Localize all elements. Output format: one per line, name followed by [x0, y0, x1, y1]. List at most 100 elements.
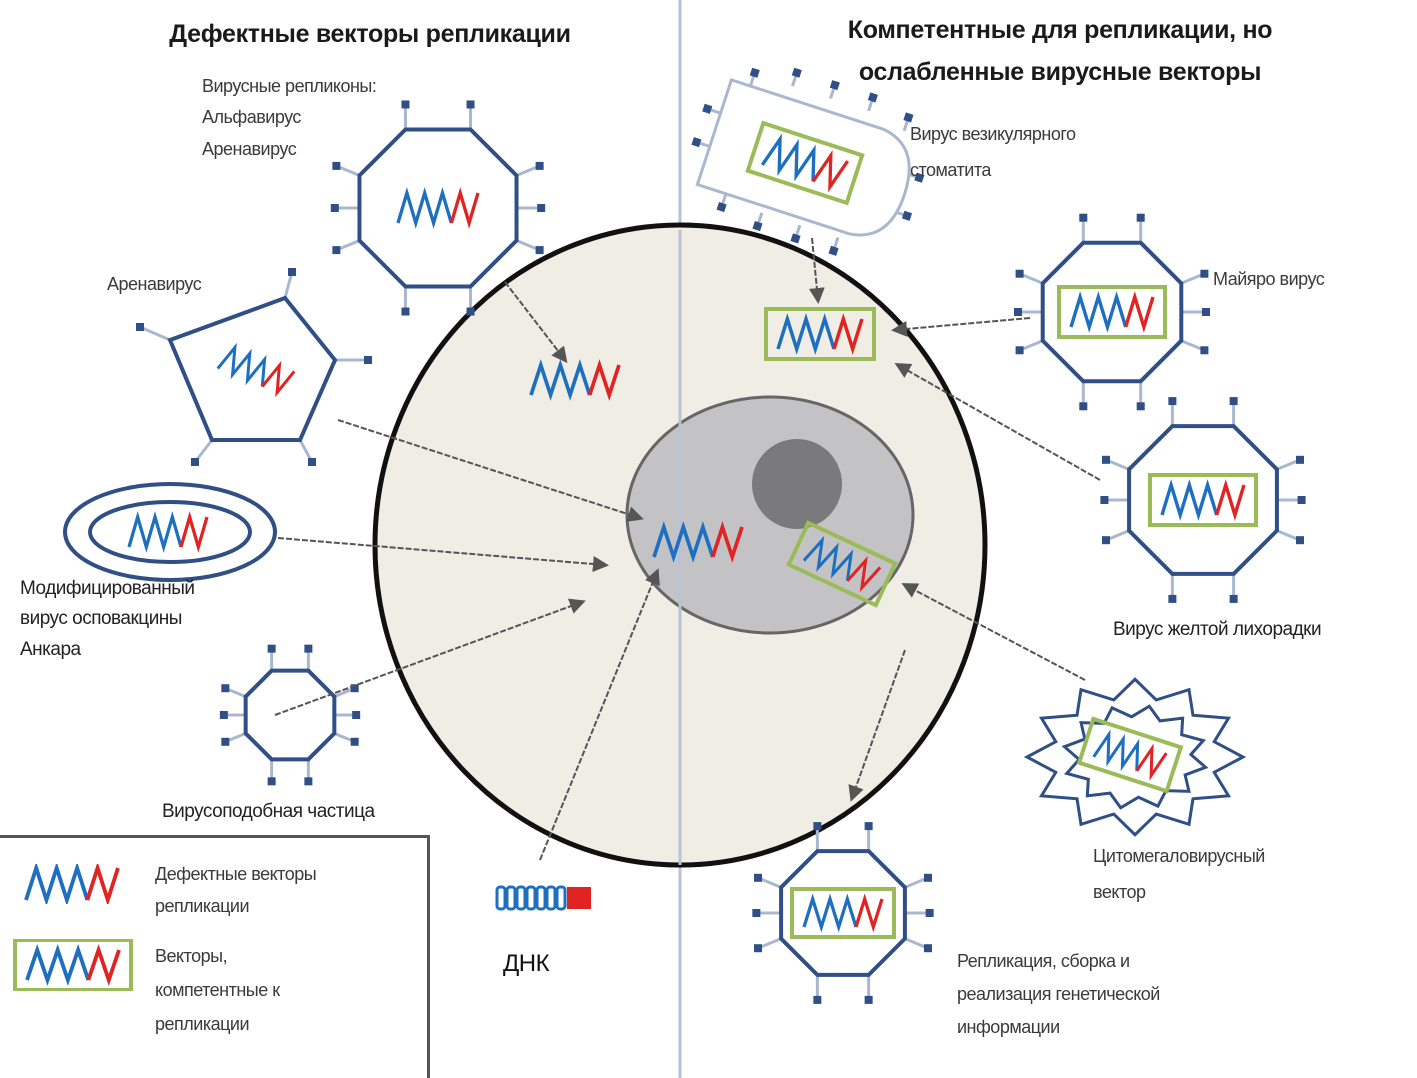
genome-red-segment: [1135, 743, 1168, 781]
spike-tip: [1200, 269, 1209, 278]
nucleolus: [752, 439, 842, 529]
genome-blue-segment: [760, 133, 816, 182]
vsv-genome: [745, 120, 865, 206]
spike-tip: [364, 356, 372, 364]
label-dna: ДНК: [503, 950, 550, 977]
genome-red-segment: [832, 313, 864, 355]
spike-tip: [1136, 213, 1145, 222]
spike-tip: [1202, 308, 1210, 316]
spike-tip: [791, 67, 802, 78]
spike-tip: [813, 995, 822, 1004]
spike-tip: [466, 100, 475, 109]
spike-tip: [1079, 402, 1088, 411]
arrow-nucleus-to-progeny: [848, 649, 906, 802]
genome-blue-segment: [529, 359, 592, 401]
label-mva-line2: вирус осповакцины: [20, 608, 182, 629]
competent-vector-box: [764, 307, 876, 361]
spike-tip: [288, 268, 296, 276]
label-vsv-line2: стоматита: [910, 160, 991, 180]
label-vsv-line1: Вирус везикулярного: [910, 124, 1076, 144]
spike-tip: [1168, 397, 1177, 406]
spike-tip: [1296, 536, 1305, 545]
label-mva-line1: Модифицированный: [20, 578, 195, 599]
cmv-particle: [1023, 677, 1247, 837]
genome-blue-segment: [396, 187, 453, 229]
title-competent-vectors-line2: ослабленные вирусные векторы: [858, 58, 1262, 86]
capsid-outline: [243, 668, 337, 762]
genome-blue-segment: [216, 342, 267, 387]
competent-vector-box: [745, 120, 865, 206]
label-replicons-line3: Аренавирус: [202, 139, 297, 159]
genome-blue-segment: [24, 864, 90, 904]
genome-blue-segment: [1069, 291, 1128, 333]
legend-item-defective-line2: репликации: [155, 896, 250, 916]
spike: [139, 325, 171, 342]
genome-blue-segment: [802, 893, 858, 933]
spike-tip: [1297, 496, 1306, 504]
arenavirus-particle: [136, 268, 372, 466]
spike-tip: [267, 777, 276, 786]
spike-tip: [352, 711, 361, 719]
spike-tip: [304, 644, 313, 653]
spike-tip: [1200, 346, 1209, 355]
title-competent-vectors-line1: Компетентные для репликации, но: [847, 16, 1273, 44]
spike-tip: [535, 161, 544, 170]
dna-coil: [505, 885, 517, 911]
spike-tip: [221, 737, 230, 746]
arrow-cmv-to-nucleus: [901, 583, 1086, 681]
spike-tip: [535, 246, 544, 255]
spike-tip: [923, 873, 932, 882]
label-replication-line3: информации: [957, 1017, 1060, 1037]
competent-vector-box: [1076, 716, 1184, 794]
legend-competent-genome: [13, 939, 133, 991]
legend-defective-vector-icon: [24, 864, 120, 904]
spike-tip: [466, 307, 475, 316]
spike-tip: [1101, 536, 1110, 545]
arenavirus-genome: [216, 342, 296, 398]
label-yellow-fever: Вирус желтой лихорадки: [1113, 619, 1322, 640]
replicon-genome: [396, 187, 480, 229]
spike-tip: [332, 161, 341, 170]
genome-blue-segment: [802, 535, 854, 582]
nucleus-defective-genome: [652, 521, 744, 563]
spike-tip: [1100, 496, 1109, 504]
genome-red-segment: [449, 187, 480, 229]
spike-tip: [1296, 455, 1305, 464]
spike-tip: [925, 909, 934, 917]
vsv-particle: [691, 67, 925, 256]
competent-vector-box: [1148, 473, 1258, 527]
spike-tip: [754, 944, 763, 953]
competent-vector-box: [786, 520, 898, 608]
label-arenavirus: Аренавирус: [107, 274, 202, 294]
mayaro-genome: [1057, 285, 1167, 339]
arrow-replicon-to-cytoplasm: [504, 281, 568, 364]
arrow-yellow-fever-to-cytoplasm: [894, 363, 1101, 481]
arrow-vsv-to-cytoplasm: [808, 237, 825, 304]
spike-tip: [691, 137, 702, 148]
spike-tip: [267, 644, 276, 653]
mva-inner-membrane: [88, 500, 252, 564]
virus-like-particle: [219, 644, 361, 786]
legend: Дефектные векторы репликации Векторы, ко…: [0, 835, 430, 1078]
spike-tip: [219, 711, 228, 719]
spike-tip: [903, 112, 914, 123]
capsid-outline: [167, 295, 338, 442]
spike-tip: [308, 458, 316, 466]
spike-tip: [1015, 269, 1024, 278]
envelope-outline: [695, 77, 911, 237]
genome-red-segment: [86, 944, 121, 986]
genome-blue-segment: [776, 313, 836, 355]
spike-tip: [401, 307, 410, 316]
spike-tip: [790, 233, 801, 244]
spike-tip: [749, 67, 760, 78]
dna-coil: [545, 885, 557, 911]
label-cmv-line2: вектор: [1093, 882, 1146, 902]
arrow-dna-to-nucleus: [539, 568, 660, 861]
spike-tip: [401, 100, 410, 109]
spike-tip: [221, 684, 230, 693]
genome-blue-segment: [652, 521, 715, 563]
spike-tip: [1014, 308, 1022, 316]
spike-tip: [754, 873, 763, 882]
genome-red-segment: [1124, 291, 1155, 333]
spike-tip: [867, 92, 878, 103]
